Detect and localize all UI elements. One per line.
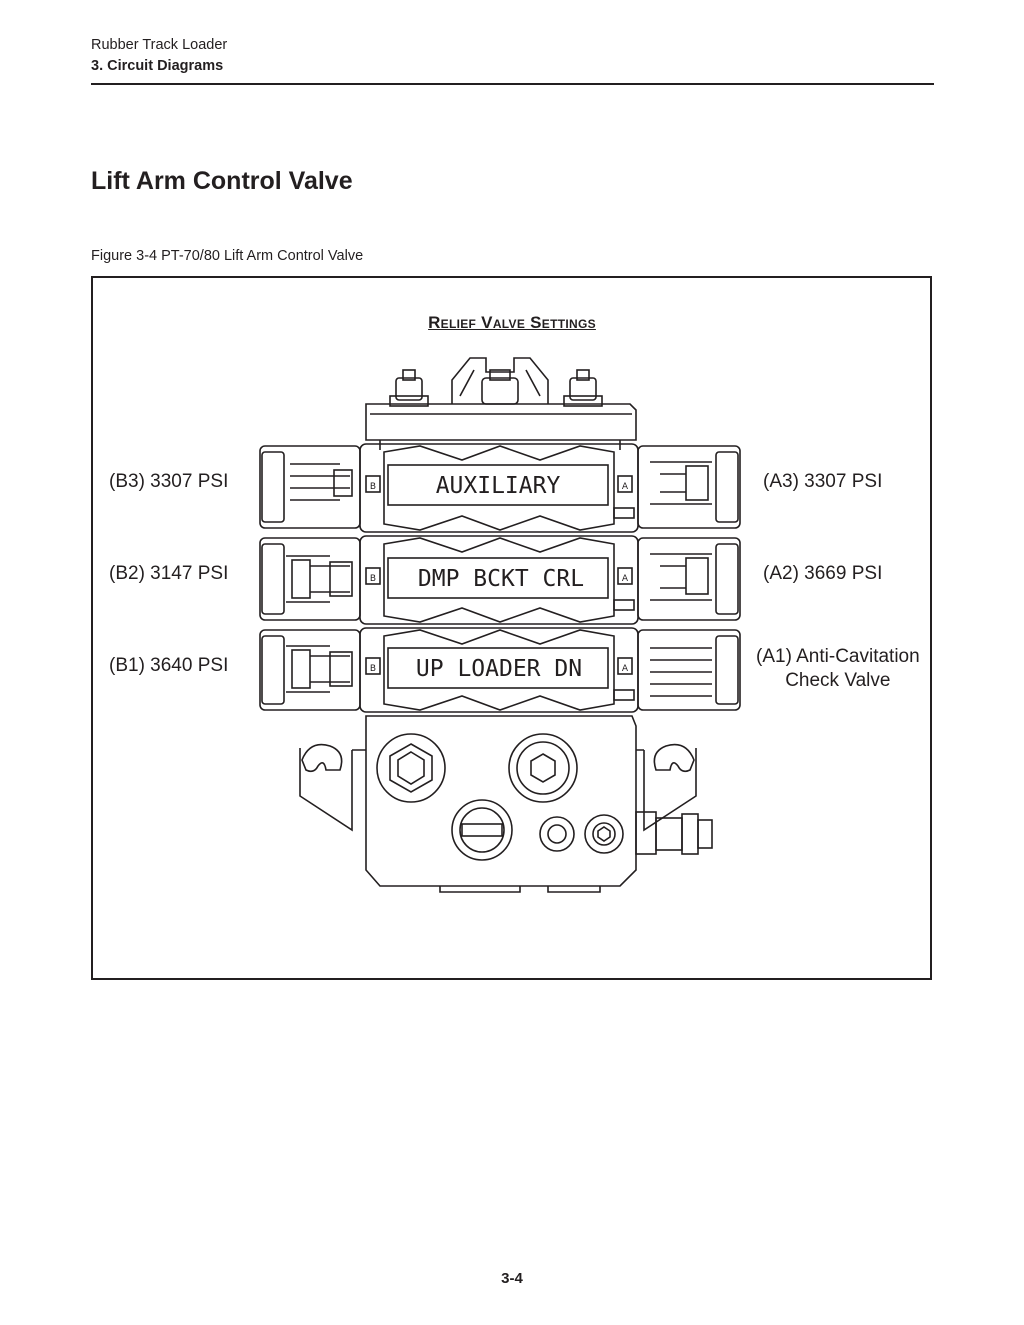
valve-section-auxiliary: AUXILIARY B A <box>359 443 639 533</box>
relief-label-a1-line1: (A1) Anti-Cavitation <box>756 646 920 667</box>
relief-label-a2: (A2) 3669 PSI <box>763 563 883 584</box>
port-a-mark: A <box>622 664 629 674</box>
port-b-mark: B <box>370 574 376 584</box>
port-b-mark: B <box>370 664 376 674</box>
section-label-loader: UP LOADER DN <box>416 656 582 682</box>
figure-frame <box>91 276 932 980</box>
relief-label-a1: (A1) Anti-Cavitation Check Valve <box>756 645 920 693</box>
relief-label-a3: (A3) 3307 PSI <box>763 471 883 492</box>
relief-label-a1-line2: Check Valve <box>785 670 891 691</box>
header-product: Rubber Track Loader <box>91 37 228 53</box>
figure-caption: Figure 3-4 PT-70/80 Lift Arm Control Val… <box>91 248 364 264</box>
page-title: Lift Arm Control Valve <box>91 167 353 195</box>
valve-base <box>299 715 713 893</box>
header-rule <box>91 83 934 85</box>
port-a-mark: A <box>622 482 629 492</box>
section-label-dump-bucket-curl: DMP BCKT CRL <box>418 566 584 592</box>
page-number: 3-4 <box>501 1270 523 1287</box>
right-spool-caps <box>637 445 741 711</box>
relief-settings-heading: Relief Valve Settings <box>428 313 596 332</box>
control-valve-drawing: AUXILIARY B A DMP BCKT CRL B A UP LOADER… <box>259 357 741 893</box>
relief-label-b1: (B1) 3640 PSI <box>109 655 229 676</box>
header-chapter: 3. Circuit Diagrams <box>91 58 224 74</box>
relief-label-b3: (B3) 3307 PSI <box>109 471 229 492</box>
valve-section-loader: UP LOADER DN B A <box>359 627 639 713</box>
relief-label-b2: (B2) 3147 PSI <box>109 563 229 584</box>
port-b-mark: B <box>370 482 376 492</box>
top-fittings <box>389 357 603 407</box>
port-a-mark: A <box>622 574 629 584</box>
left-spool-caps <box>259 445 361 711</box>
section-label-auxiliary: AUXILIARY <box>436 473 561 499</box>
top-cap <box>365 403 637 450</box>
valve-section-dump-bucket-curl: DMP BCKT CRL B A <box>359 535 639 625</box>
